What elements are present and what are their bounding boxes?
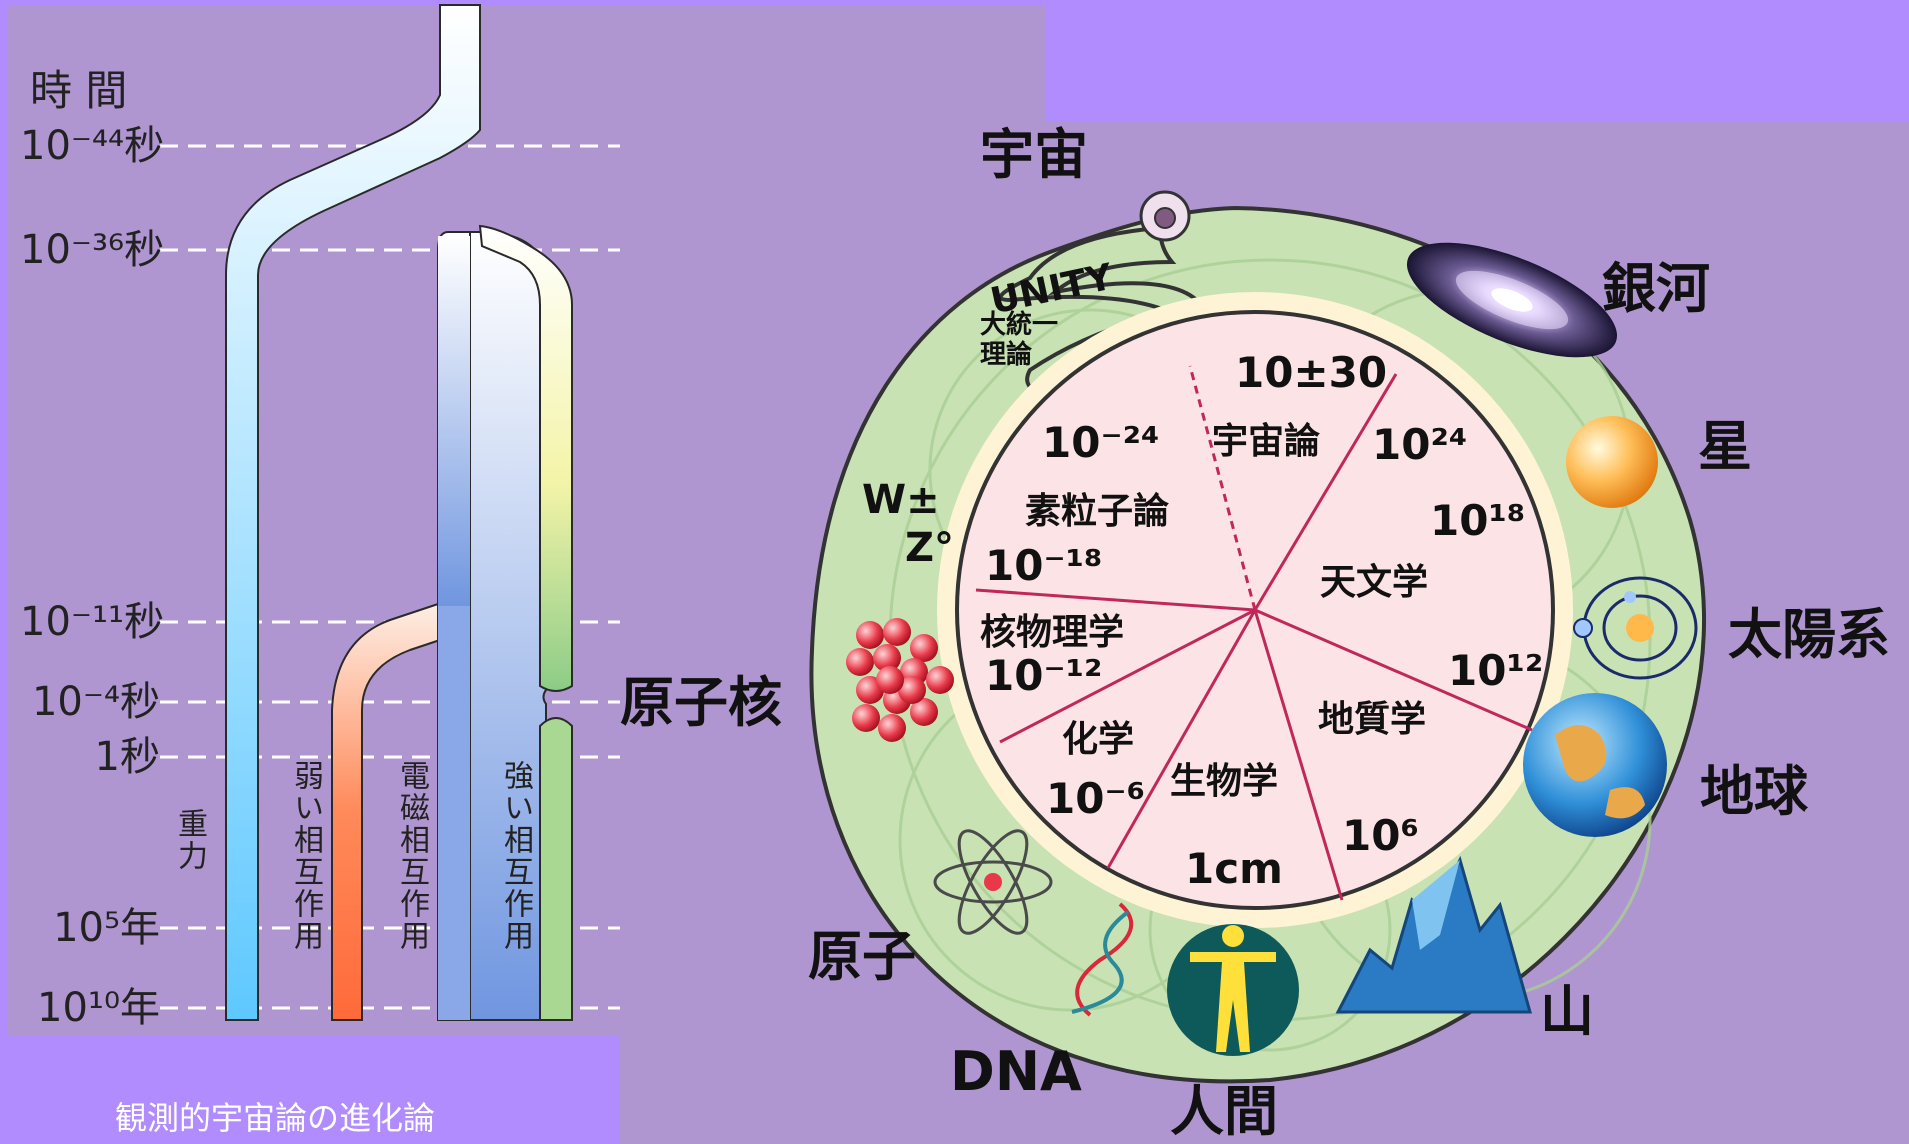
label-dna: DNA [950, 1045, 1082, 1099]
scale-1cm: 1cm [1185, 848, 1283, 890]
field-nuclear-physics: 核物理学 [980, 615, 1124, 651]
field-astronomy: 天文学 [1320, 565, 1428, 601]
label-nucleus: 原子核 [620, 676, 782, 730]
field-geology: 地質学 [1318, 702, 1426, 738]
scale-24: 10²⁴ [1372, 424, 1467, 466]
force-label-weak: 弱い相互作用 [290, 760, 320, 952]
human-icon [1167, 924, 1299, 1056]
time-mark-6: 10⁵年 [20, 908, 160, 948]
scale-minus-24: 10⁻²⁴ [1042, 422, 1159, 464]
field-cosmology: 宇宙論 [1212, 424, 1320, 460]
field-chemistry: 化学 [1062, 722, 1134, 758]
scale-minus-6: 10⁻⁶ [1046, 778, 1145, 820]
strong-force-branch-lower [540, 718, 572, 1020]
scale-18: 10¹⁸ [1430, 500, 1525, 542]
time-header: 時 間 [30, 70, 127, 112]
time-mark-1: 10⁻⁴⁴秒 [20, 126, 160, 166]
time-mark-3: 10⁻¹¹秒 [20, 602, 160, 642]
scale-12: 10¹² [1448, 650, 1543, 692]
label-human: 人間 [1170, 1085, 1278, 1139]
time-mark-2: 10⁻³⁶秒 [20, 230, 160, 270]
force-label-strong: 強い相互作用 [500, 760, 530, 952]
label-mountain: 山 [1540, 985, 1594, 1039]
label-galaxy: 銀河 [1602, 262, 1710, 316]
caption: 観測的宇宙論の進化論 [115, 1093, 435, 1139]
star-icon [1566, 416, 1658, 508]
label-solar-system: 太陽系 [1728, 608, 1890, 662]
earth-icon [1523, 693, 1667, 837]
field-particle-physics: 素粒子論 [1025, 494, 1169, 530]
label-z-boson: Z° [905, 528, 954, 568]
time-mark-7: 10¹⁰年 [20, 988, 160, 1028]
time-mark-4: 10⁻⁴秒 [20, 682, 160, 722]
force-label-em: 電磁相互作用 [396, 760, 426, 952]
gut-label-1: 大統一 [980, 312, 1058, 338]
time-mark-5: 1秒 [20, 737, 160, 777]
scale-6: 10⁶ [1342, 815, 1419, 857]
scale-minus-12: 10⁻¹² [985, 655, 1102, 697]
label-w-boson: W± [862, 480, 940, 520]
scale-minus-18: 10⁻¹⁸ [985, 545, 1102, 587]
gut-label-2: 理論 [980, 342, 1032, 368]
label-atom: 原子 [808, 930, 916, 984]
label-earth: 地球 [1700, 765, 1808, 819]
scale-cosmos: 10±30 [1235, 352, 1387, 394]
label-universe: 宇宙 [980, 128, 1088, 182]
label-star: 星 [1698, 420, 1752, 474]
force-label-gravity: 重力 [174, 808, 204, 872]
field-biology: 生物学 [1170, 764, 1278, 800]
